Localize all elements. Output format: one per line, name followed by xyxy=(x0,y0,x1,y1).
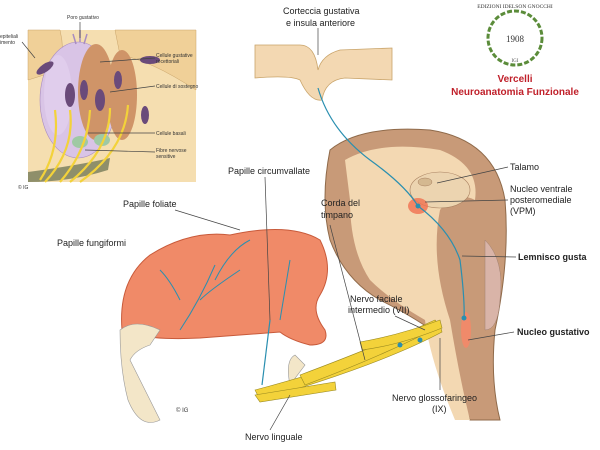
label-thalamus: Talamo xyxy=(510,162,539,172)
label-lemniscus: Lemnisco gusta xyxy=(518,252,588,262)
label-nucleus: Nucleo gustativo xyxy=(517,327,590,337)
logo-monogram: IGI xyxy=(512,59,519,64)
label-fungiform: Papille fungiformi xyxy=(57,238,126,248)
tongue xyxy=(119,229,328,423)
logo-author: Vercelli xyxy=(497,74,532,85)
label-circumvallate: Papille circumvallate xyxy=(228,166,310,176)
label-facial-1: Nervo faciale xyxy=(350,294,403,304)
label-lingual: Nervo linguale xyxy=(245,432,303,442)
label-basal: Cellule basali xyxy=(156,131,186,137)
taste-bud-inset: Poro gustativo epiteliali imento Cellule… xyxy=(0,15,198,191)
label-fibers-2: sensitive xyxy=(156,154,176,160)
leader-lines xyxy=(174,166,517,431)
label-cortex-2: e insula anteriore xyxy=(286,18,355,28)
label-support: Cellule di sostegno xyxy=(156,84,198,90)
label-vpm-3: (VPM) xyxy=(510,206,536,216)
label-receptor-1: Cellule gustative xyxy=(156,53,193,59)
label-epithelial-1: epiteliali xyxy=(0,34,18,40)
label-fibers-1: Fibre nervose xyxy=(156,148,187,154)
cranial-nerves xyxy=(254,319,443,403)
label-vpm-1: Nucleo ventrale xyxy=(510,184,573,194)
label-epithelial-2: imento xyxy=(0,40,15,46)
brainstem-thalamus xyxy=(317,87,507,421)
publisher-logo: 1908 IGI EDIZIONI IDELSON GNOCCHI Vercel… xyxy=(451,4,579,98)
label-facial-2: intermedio (VII) xyxy=(348,305,410,315)
label-chorda-1: Corda del xyxy=(321,198,360,208)
label-cortex-1: Corteccia gustativa xyxy=(283,6,360,16)
label-chorda-2: timpano xyxy=(321,210,353,220)
copyright: © IG xyxy=(176,407,189,414)
label-vpm-2: posteromediale xyxy=(510,195,572,205)
label-pore: Poro gustativo xyxy=(67,15,99,21)
logo-book-title: Neuroanatomia Funzionale xyxy=(451,87,579,98)
gustatory-cortex: Corteccia gustativa e insula anteriore xyxy=(254,6,393,101)
logo-ring-text: EDIZIONI IDELSON GNOCCHI xyxy=(477,4,553,10)
logo-year: 1908 xyxy=(506,34,525,44)
label-glosso-1: Nervo glossofaringeo xyxy=(392,393,477,403)
label-receptor-2: recettoriali xyxy=(156,59,179,65)
label-glosso-2: (IX) xyxy=(432,404,447,414)
inset-copyright: © IG xyxy=(18,184,28,191)
label-foliate: Papille foliate xyxy=(123,199,177,209)
